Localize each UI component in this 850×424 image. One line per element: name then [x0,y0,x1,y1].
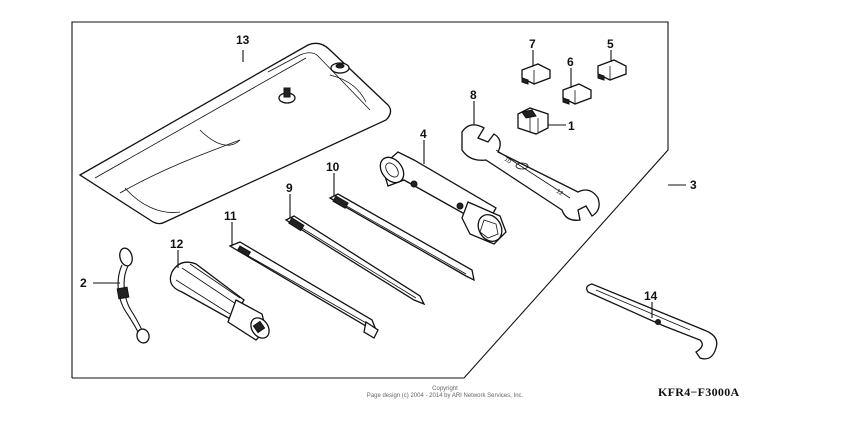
screwdriver-blade-11 [228,241,379,339]
fuse-puller-1 [517,107,549,135]
tool-bag [78,42,392,225]
callout-2: 2 [80,276,87,290]
callout-13: 13 [236,33,250,47]
copyright-notice: Copyright Page design (c) 2004 - 2014 by… [340,386,550,400]
pin-spanner-14 [586,283,718,360]
callout-10: 10 [326,160,340,174]
screwdriver-grip-12 [169,261,270,341]
leader-lines [93,50,686,318]
callout-4: 4 [420,127,427,141]
screwdriver-blade-10 [328,193,475,282]
callout-9: 9 [286,181,293,195]
callout-5: 5 [607,37,614,51]
callout-3: 3 [690,178,697,192]
fuse-7 [521,63,551,85]
copyright-line-1: Copyright [432,386,458,392]
callout-6: 6 [567,55,574,69]
diagram-frame [71,21,669,379]
diagram-reference-code: KFR4−F3000A [658,385,740,399]
callout-1: 1 [568,119,575,133]
svg-text:10: 10 [503,157,512,166]
plug-wrench-4 [379,151,507,245]
wrench-8: 10 12 [461,124,600,221]
callout-8: 8 [470,88,477,102]
callout-14: 14 [644,289,658,303]
callout-7: 7 [529,37,536,51]
fuse-5 [597,59,627,81]
screwdriver-blade-9 [284,215,426,306]
callout-12: 12 [170,237,184,251]
callout-11: 11 [224,209,237,223]
fuse-6 [562,83,592,105]
callout-labels: 13 7 6 5 1 8 4 10 9 11 12 2 3 14 [80,33,697,303]
cable-2 [116,247,150,344]
copyright-line-2: Page design (c) 2004 - 2014 by ARI Netwo… [366,393,524,399]
svg-text:12: 12 [555,189,564,198]
